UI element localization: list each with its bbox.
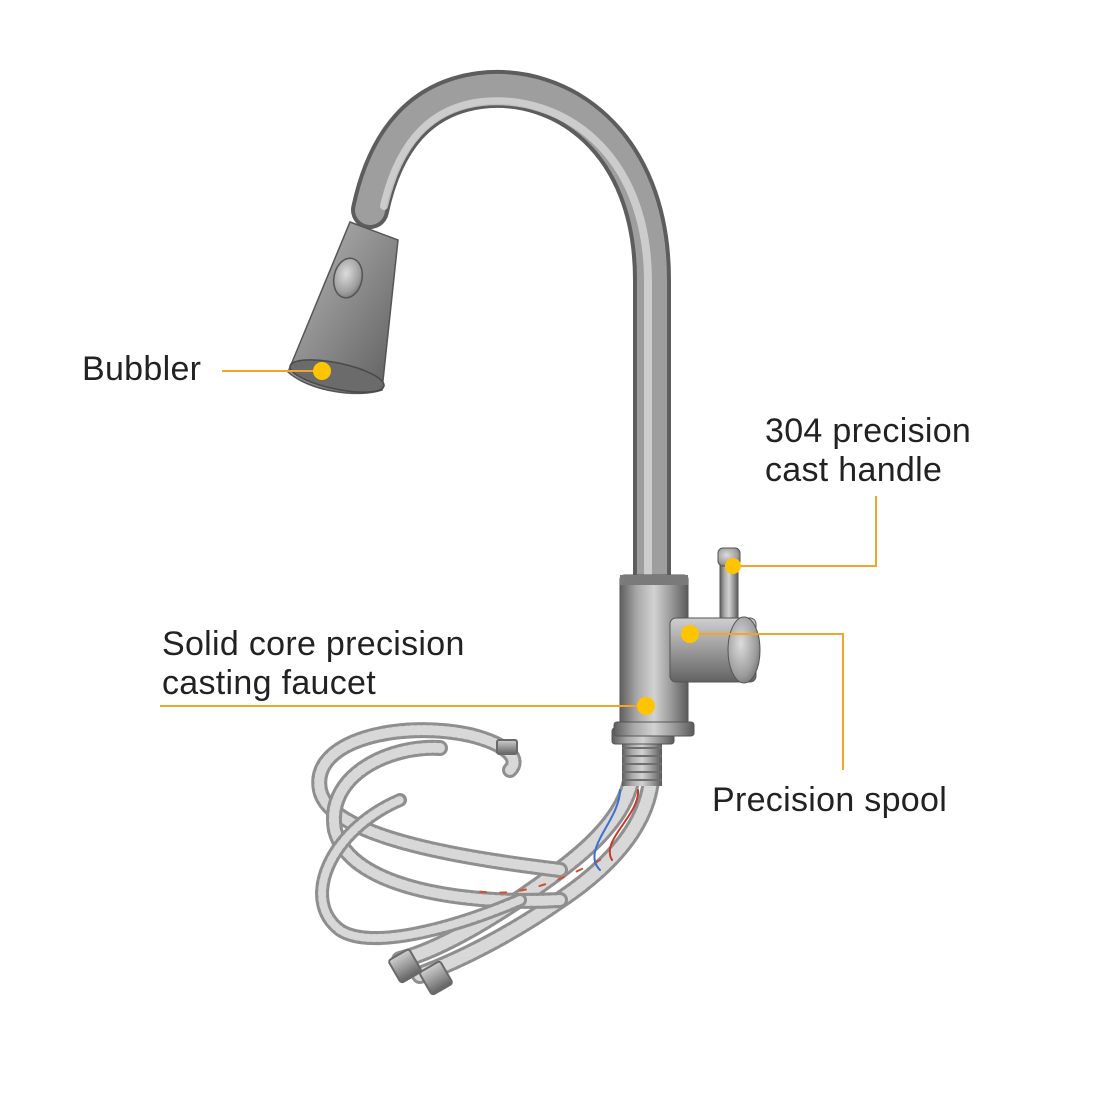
callout-lines <box>160 370 877 770</box>
callout-line-handle <box>733 496 877 567</box>
callout-label-casting-line1: Solid core precision <box>162 625 465 663</box>
braided-hoses <box>311 722 661 984</box>
callout-line-spool <box>690 633 844 770</box>
callout-label-handle: 304 precision cast handle <box>765 412 971 490</box>
callout-dot-casting <box>637 697 655 715</box>
callout-label-casting: Solid core precision casting faucet <box>162 625 465 703</box>
threaded-shank <box>611 727 675 786</box>
hose-fittings <box>388 739 518 996</box>
gooseneck-spout <box>351 70 671 609</box>
callout-label-handle-line2: cast handle <box>765 451 943 489</box>
callout-dot-spool <box>681 625 699 643</box>
callout-label-bubbler-line1: Bubbler <box>82 350 202 388</box>
callout-label-casting-line2: casting faucet <box>162 664 376 702</box>
callout-label-handle-line1: 304 precision <box>765 412 972 450</box>
callout-dot-handle <box>725 558 741 574</box>
callout-dots <box>313 362 741 715</box>
callout-dot-bubbler <box>313 362 331 380</box>
faucet-body <box>613 574 695 737</box>
callout-label-spool-line1: Precision spool <box>712 781 948 819</box>
spray-head <box>287 221 399 395</box>
callout-label-bubbler: Bubbler <box>82 350 201 389</box>
callout-label-spool: Precision spool <box>712 781 947 820</box>
